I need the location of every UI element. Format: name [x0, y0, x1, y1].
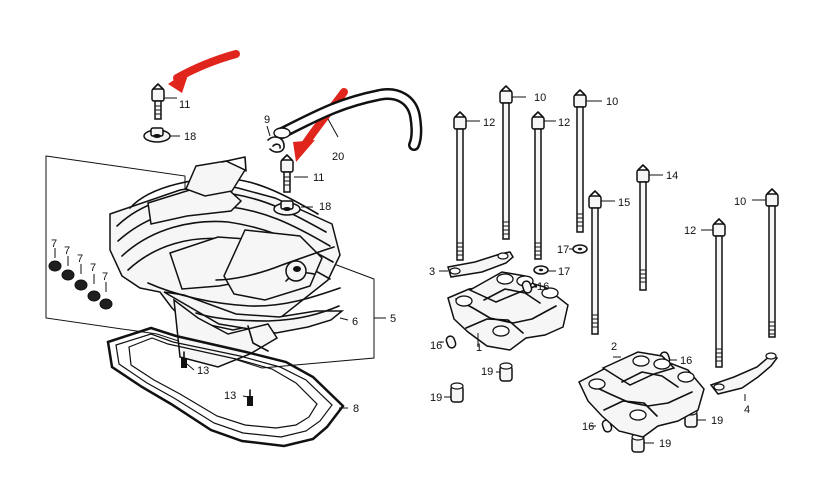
- cover-bolt-right: [280, 154, 308, 193]
- label-7-e: 7: [102, 271, 108, 283]
- label-5: 5: [390, 313, 396, 325]
- label-19-right: 19: [711, 415, 723, 427]
- label-15: 15: [618, 197, 630, 209]
- cover-washer-right: [273, 200, 313, 216]
- label-14: 14: [666, 170, 678, 182]
- label-19-left: 19: [430, 392, 442, 404]
- label-19-bottom: 19: [659, 438, 671, 450]
- label-12-left: 12: [483, 117, 495, 129]
- label-6: 6: [352, 316, 358, 328]
- label-11-right: 11: [313, 172, 324, 184]
- camshaft-holder-right: [578, 351, 705, 438]
- label-20: 20: [332, 151, 344, 163]
- label-2: 2: [611, 341, 617, 353]
- label-16-top: 16: [537, 281, 549, 293]
- left-guide-plate: [439, 251, 514, 278]
- label-16-right: 16: [680, 355, 692, 367]
- holder-bolts: [453, 85, 779, 368]
- label-17-top: 17: [557, 244, 569, 256]
- label-16-bottom: 16: [582, 421, 594, 433]
- camshaft-holder-left: [447, 271, 569, 351]
- label-8: 8: [353, 403, 359, 415]
- label-1: 1: [476, 342, 482, 354]
- label-11-left: 11: [179, 99, 190, 111]
- label-7-b: 7: [64, 245, 70, 257]
- leader-lines-cover: [339, 317, 386, 409]
- cover-bolt-left: [151, 83, 177, 120]
- label-7-a: 7: [51, 238, 57, 250]
- part-labels: 11 18 9 20 11 18 7 7 7 7 7 6 5 13 13 8 1…: [51, 92, 750, 450]
- label-13-bottom: 13: [224, 390, 236, 402]
- label-10-right: 10: [734, 196, 746, 208]
- red-arrow-left: [168, 50, 240, 93]
- right-guide-plate: [709, 352, 779, 401]
- label-17-bottom: 17: [558, 266, 570, 278]
- label-19-mid: 19: [481, 366, 493, 378]
- valve-cover-assembly: [45, 155, 375, 369]
- valve-cover-gasket: [106, 326, 345, 448]
- hose-clamp: [266, 125, 285, 153]
- dowel-pins: [444, 362, 706, 453]
- washers: [533, 244, 588, 275]
- label-3: 3: [429, 266, 435, 278]
- label-18-left: 18: [184, 131, 196, 143]
- label-12-middle: 12: [558, 117, 570, 129]
- label-16-left: 16: [430, 340, 442, 352]
- breather-hose: [273, 88, 423, 151]
- cover-washer-left: [143, 127, 180, 143]
- small-bolts: [181, 351, 254, 406]
- label-7-d: 7: [90, 262, 96, 274]
- label-13-top: 13: [197, 365, 209, 377]
- seal-rings: [48, 248, 113, 310]
- label-4: 4: [744, 404, 750, 416]
- label-10-top: 10: [534, 92, 546, 104]
- label-18-right: 18: [319, 201, 331, 213]
- label-12-right: 12: [684, 225, 696, 237]
- label-9: 9: [264, 114, 270, 126]
- label-10-mid: 10: [606, 96, 618, 108]
- label-7-c: 7: [77, 253, 83, 265]
